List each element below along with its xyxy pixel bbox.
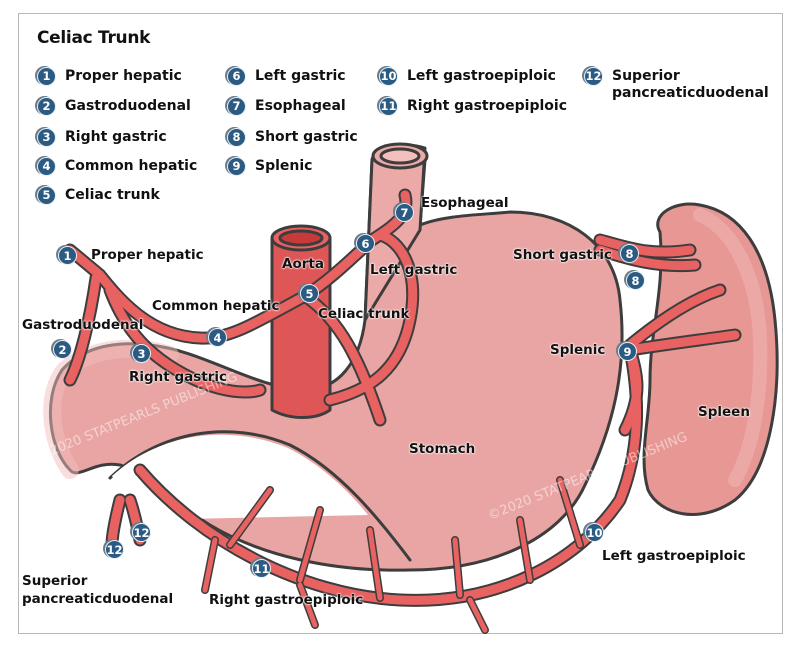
- marker-3: 3: [132, 344, 151, 363]
- number-badge: 1: [37, 67, 56, 86]
- legend-item: 5 Celiac trunk: [37, 186, 160, 205]
- number-badge: 10: [379, 67, 398, 86]
- marker-2: 2: [53, 340, 72, 359]
- label-gastroduodenal: Gastroduodenal: [22, 317, 144, 333]
- label-superior-pancreaticduodenal: Superior pancreaticduodenal: [22, 573, 174, 607]
- label-proper-hepatic: Proper hepatic: [91, 247, 204, 263]
- legend-label: Splenic: [255, 158, 313, 174]
- label-aorta: Aorta: [282, 256, 324, 272]
- label-short-gastric: Short gastric: [513, 247, 612, 263]
- marker-12a: 12: [132, 523, 151, 542]
- number-badge: 5: [37, 186, 56, 205]
- marker-8a: 8: [620, 244, 639, 263]
- number-badge: 4: [37, 157, 56, 176]
- figure-title: Celiac Trunk: [37, 28, 151, 48]
- legend-label: Right gastric: [65, 129, 167, 145]
- marker-9: 9: [618, 342, 637, 361]
- number-badge: 2: [37, 97, 56, 116]
- label-left-gastric: Left gastric: [370, 262, 458, 278]
- number-badge: 8: [227, 128, 246, 147]
- legend-item: 8 Short gastric: [227, 128, 358, 147]
- label-stomach: Stomach: [409, 441, 476, 457]
- legend-label: Short gastric: [255, 129, 358, 145]
- legend-item: 7 Esophageal: [227, 97, 346, 116]
- legend-item: 10 Left gastroepiploic: [379, 67, 556, 86]
- number-badge: 3: [37, 128, 56, 147]
- legend-item: 12 Superior pancreaticduodenal: [584, 67, 769, 102]
- number-badge: 11: [379, 97, 398, 116]
- number-badge: 12: [584, 67, 603, 86]
- label-right-gastric: Right gastric: [129, 369, 228, 385]
- marker-6: 6: [356, 234, 375, 253]
- marker-1: 1: [58, 246, 77, 265]
- legend-label: Esophageal: [255, 98, 346, 114]
- marker-4: 4: [208, 328, 227, 347]
- legend-label: Celiac trunk: [65, 187, 160, 203]
- label-celiac-trunk: Celiac trunk: [318, 306, 410, 322]
- legend-label: Right gastroepiploic: [407, 98, 568, 114]
- label-common-hepatic: Common hepatic: [152, 298, 280, 314]
- marker-10: 10: [585, 523, 604, 542]
- legend-label: Left gastroepiploic: [407, 68, 556, 84]
- legend-item: 4 Common hepatic: [37, 157, 198, 176]
- legend-item: 1 Proper hepatic: [37, 67, 182, 86]
- marker-5: 5: [300, 284, 319, 303]
- legend-item: 3 Right gastric: [37, 128, 167, 147]
- number-badge: 9: [227, 157, 246, 176]
- number-badge: 7: [227, 97, 246, 116]
- marker-7: 7: [395, 203, 414, 222]
- legend-label: Proper hepatic: [65, 68, 182, 84]
- label-esophageal: Esophageal: [421, 195, 509, 211]
- legend-item: 11 Right gastroepiploic: [379, 97, 568, 116]
- legend-item: 6 Left gastric: [227, 67, 346, 86]
- label-spleen: Spleen: [698, 404, 750, 420]
- legend-item: 2 Gastroduodenal: [37, 97, 191, 116]
- marker-11: 11: [252, 559, 271, 578]
- legend-label: Common hepatic: [65, 158, 198, 174]
- legend-label: Superior pancreaticduodenal: [612, 68, 769, 101]
- label-left-gastroepiploic: Left gastroepiploic: [602, 548, 746, 564]
- legend-label: Left gastric: [255, 68, 346, 84]
- label-splenic: Splenic: [550, 342, 606, 358]
- label-right-gastroepiploic: Right gastroepiploic: [209, 592, 364, 608]
- number-badge: 6: [227, 67, 246, 86]
- legend-item: 9 Splenic: [227, 157, 313, 176]
- marker-12b: 12: [105, 540, 124, 559]
- marker-8b: 8: [626, 271, 645, 290]
- legend-label: Gastroduodenal: [65, 98, 191, 114]
